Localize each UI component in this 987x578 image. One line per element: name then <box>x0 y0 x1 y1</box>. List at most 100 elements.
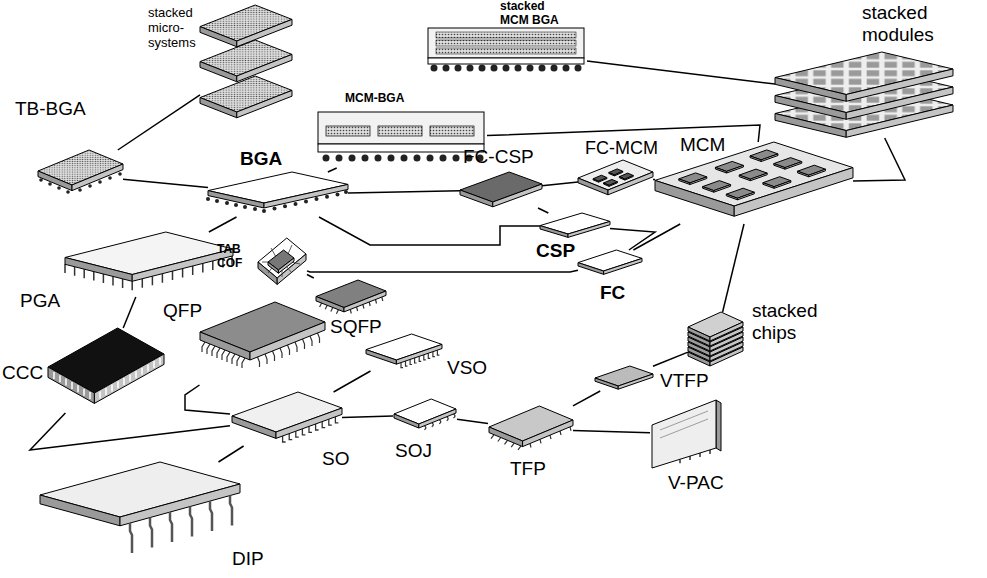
vso-art <box>366 334 442 364</box>
mcm-bga-art <box>318 144 484 152</box>
package-label: VSO <box>447 357 487 379</box>
connector-line <box>723 224 744 312</box>
bga-art <box>262 209 266 213</box>
stacked-mcm-bga-art <box>575 65 582 72</box>
mcm-bga-art <box>414 155 421 162</box>
stacked-mcm-bga-art <box>503 65 510 72</box>
mcm-art <box>726 188 754 200</box>
tb-bga-art <box>66 190 70 194</box>
stacked-mcm-bga-art <box>431 65 438 72</box>
csp-art <box>540 213 610 237</box>
v-pac-art <box>660 411 708 438</box>
bga-art <box>208 172 348 208</box>
mcm-art <box>763 177 791 189</box>
connector-line <box>573 391 600 406</box>
tb-bga-art <box>98 180 102 184</box>
tfp-art <box>489 406 573 450</box>
stacked-mcm-bga-art <box>491 65 498 72</box>
stacked-mcm-bga-art <box>551 65 558 72</box>
package-node: PGA <box>65 232 233 297</box>
fc-mcm-art <box>578 160 653 195</box>
connector-line <box>328 168 337 172</box>
stacked-mcm-bga-art <box>436 48 576 54</box>
mcm-bga-art <box>323 155 330 162</box>
package-node: TFP <box>488 405 573 453</box>
package-label: MCM <box>680 134 725 156</box>
stacked-chips-art <box>688 312 743 366</box>
fc-mcm-art <box>604 179 618 186</box>
package-label: PGA <box>20 290 60 312</box>
package-label: TB-BGA <box>15 98 86 120</box>
connector-line <box>307 270 578 272</box>
tb-bga-art <box>39 172 122 194</box>
tb-bga-art <box>38 150 123 194</box>
package-node: TAB COF <box>255 235 307 287</box>
package-node: DIP <box>40 462 240 562</box>
package-label: stacked micro- systems <box>148 6 200 51</box>
package-node: FC-CSP <box>460 172 542 208</box>
tb-bga-art <box>48 182 52 186</box>
package-label: DIP <box>232 548 264 570</box>
package-label: BGA <box>240 148 282 170</box>
bga-art <box>243 205 247 209</box>
bga-art <box>283 204 287 208</box>
package-node: MCM-BGA <box>315 110 487 168</box>
mcm-art <box>798 165 826 177</box>
dip-art <box>130 496 232 554</box>
so-art <box>232 392 342 438</box>
so-art <box>232 392 342 442</box>
pga-art <box>65 232 233 290</box>
connector-line <box>30 413 230 450</box>
package-label: VTFP <box>660 370 709 392</box>
package-label: MCM-BGA <box>345 92 404 106</box>
stacked-modules-art <box>775 52 953 137</box>
package-node: SOJ <box>393 398 457 432</box>
vtfp-art <box>595 366 653 389</box>
stacked-mcm-bga-art <box>455 65 462 72</box>
tb-bga-art <box>38 150 123 191</box>
ccc-art <box>48 328 164 403</box>
bga-art <box>206 197 210 201</box>
connector-line <box>853 138 905 181</box>
mcm-bga-art <box>318 112 484 144</box>
bga-art <box>225 201 229 205</box>
fc-mcm-art <box>609 169 623 176</box>
bga-art <box>336 192 340 196</box>
mcm-bga-art <box>378 126 422 136</box>
connector-line <box>334 371 371 392</box>
stacked-mcm-bga-art <box>436 32 576 38</box>
connector-line <box>610 229 655 250</box>
package-node: VTFP <box>595 365 653 391</box>
tab-cof-art <box>268 250 294 273</box>
soj-art <box>394 399 456 430</box>
package-label: stacked modules <box>862 2 942 46</box>
mcm-art <box>715 161 743 173</box>
stacked-microsystems-art <box>200 40 292 82</box>
mcm-bga-art <box>440 155 447 162</box>
mcm-bga-art <box>336 155 343 162</box>
connector-line <box>538 208 548 213</box>
dip-art <box>40 462 240 553</box>
package-label: FC-MCM <box>585 138 658 159</box>
package-node: stacked MCM BGA <box>425 26 587 76</box>
qfp-art <box>200 302 325 368</box>
fc-mcm-art <box>578 160 653 195</box>
bga-art <box>215 199 219 203</box>
tb-bga-art <box>118 172 122 176</box>
tb-bga-art <box>88 184 92 188</box>
v-pac-art <box>652 400 716 468</box>
package-node: QFP <box>195 300 327 385</box>
tfp-art <box>489 406 573 447</box>
vtfp-art <box>595 366 653 389</box>
mcm-art <box>703 181 731 193</box>
package-node: SO <box>230 392 342 446</box>
fc-art <box>578 250 642 274</box>
package-label: SOJ <box>395 440 432 462</box>
mcm-bga-art <box>427 155 434 162</box>
mcm-bga-art <box>430 126 474 136</box>
package-label: V-PAC <box>668 472 724 494</box>
connector-line <box>542 182 578 186</box>
package-label: TFP <box>510 458 546 480</box>
